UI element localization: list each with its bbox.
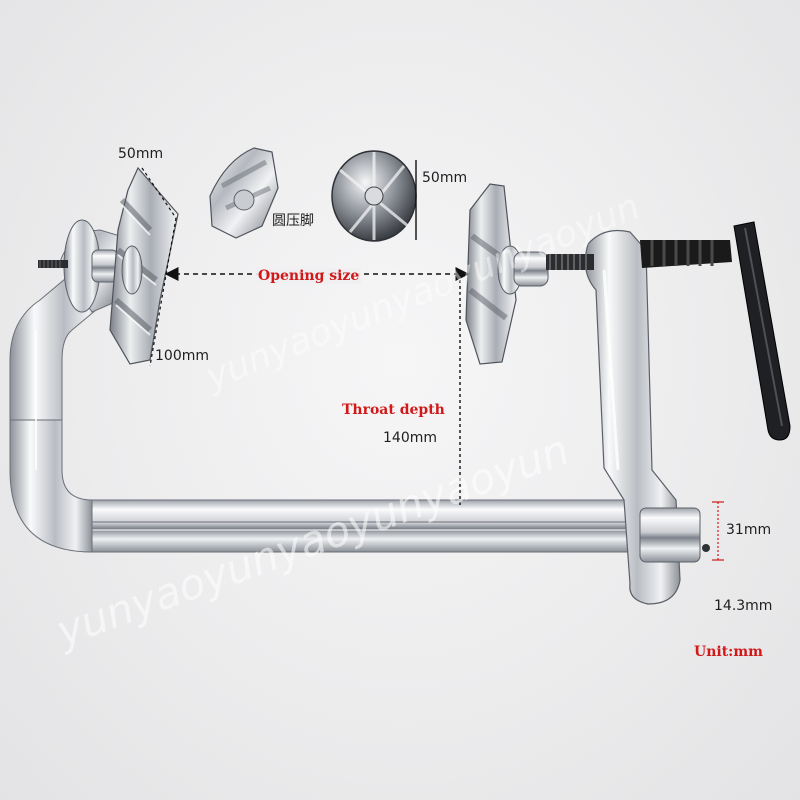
pad-diameter-label: 50mm <box>422 170 468 186</box>
unit-label: Unit:mm <box>694 644 763 660</box>
opening-size-label: Opening size <box>256 268 362 284</box>
jaw-width-label: 50mm <box>118 146 164 162</box>
throat-depth-value: 140mm <box>383 430 437 446</box>
bar-thickness-label: 14.3mm <box>714 598 773 614</box>
swivel-pad-accessory <box>209 147 279 239</box>
clamp-frame <box>9 219 651 553</box>
throat-depth-label: Throat depth <box>342 402 445 418</box>
dimension-lines <box>141 160 724 561</box>
sliding-arm <box>465 183 710 605</box>
jaw-height-label: 100mm <box>155 348 209 364</box>
t-handle <box>640 221 791 441</box>
bar-height-label: 31mm <box>726 522 772 538</box>
round-pad-accessory <box>331 150 417 242</box>
round-pad-label: 圆压脚 <box>272 213 314 229</box>
fixed-jaw-pad <box>109 166 179 365</box>
